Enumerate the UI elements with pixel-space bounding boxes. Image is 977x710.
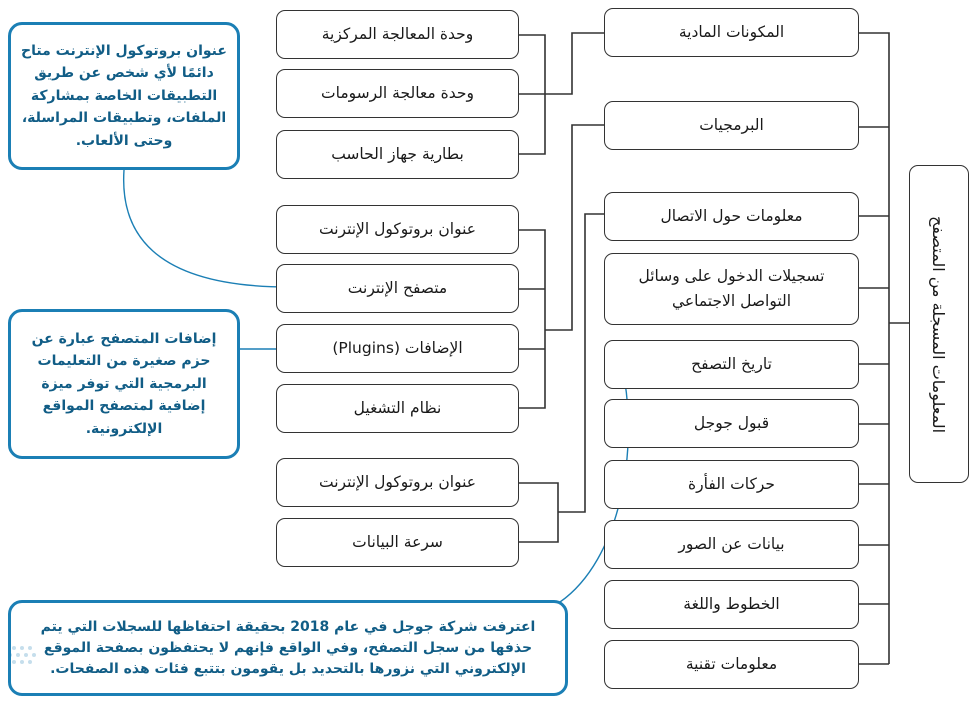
callout-plugins: إضافات المتصفح عبارة عن حزم صغيرة من الت… — [8, 309, 240, 459]
category-fonts-language: الخطوط واللغة — [604, 580, 859, 629]
software-os: نظام التشغيل — [276, 384, 519, 433]
category-hardware: المكونات المادية — [604, 8, 859, 57]
watermark-logo — [8, 646, 36, 664]
category-mouse-movements: حركات الفأرة — [604, 460, 859, 509]
callout-google-history: اعترفت شركة جوجل في عام 2018 بحقيقة احتف… — [8, 600, 568, 696]
category-browsing-history: تاريخ التصفح — [604, 340, 859, 389]
hardware-battery: بطارية جهاز الحاسب — [276, 130, 519, 179]
category-technical-info: معلومات تقنية — [604, 640, 859, 689]
category-social-logins: تسجيلات الدخول على وسائل التواصل الاجتما… — [604, 253, 859, 325]
callout-ip-address: عنوان بروتوكول الإنترنت متاح دائمًا لأي … — [8, 22, 240, 170]
connection-ip-address: عنوان بروتوكول الإنترنت — [276, 458, 519, 507]
connection-data-speed: سرعة البيانات — [276, 518, 519, 567]
software-ip-address: عنوان بروتوكول الإنترنت — [276, 205, 519, 254]
software-browser: متصفح الإنترنت — [276, 264, 519, 313]
diagram-title-box: المعلومات المسجلة من المتصفح — [909, 165, 969, 483]
category-google-acceptance: قبول جوجل — [604, 399, 859, 448]
category-software: البرمجيات — [604, 101, 859, 150]
hardware-cpu: وحدة المعالجة المركزية — [276, 10, 519, 59]
software-plugins: الإضافات (Plugins) — [276, 324, 519, 373]
category-connection-info: معلومات حول الاتصال — [604, 192, 859, 241]
hardware-gpu: وحدة معالجة الرسومات — [276, 69, 519, 118]
category-image-data: بيانات عن الصور — [604, 520, 859, 569]
diagram-title: المعلومات المسجلة من المتصفح — [929, 215, 949, 433]
